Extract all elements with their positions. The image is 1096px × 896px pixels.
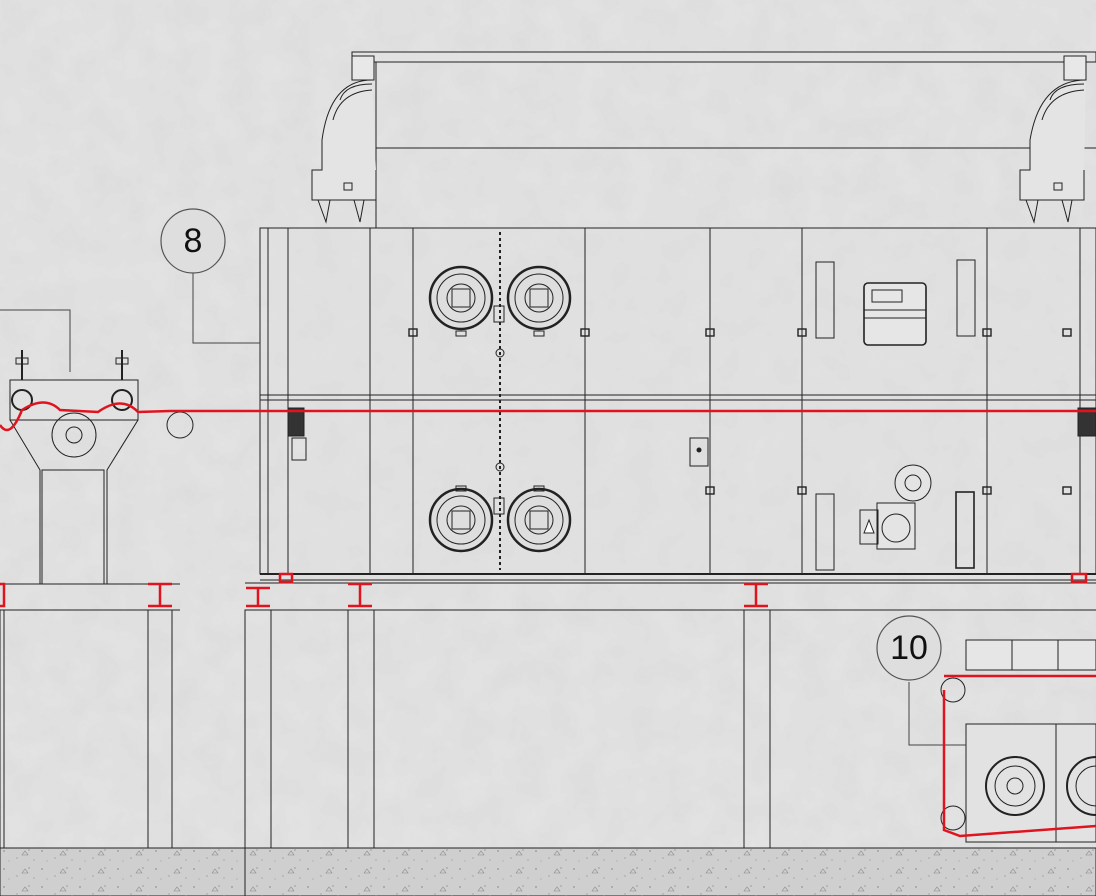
burner-unit-upper xyxy=(863,282,927,346)
drive-motor-right xyxy=(1077,407,1096,437)
callout-8-label: 8 xyxy=(184,222,203,260)
callout-8-leader xyxy=(192,266,260,344)
circulation-fan-upper-left xyxy=(428,265,494,337)
handle-lower-left xyxy=(815,493,835,571)
callout-10-leader xyxy=(908,682,966,746)
handle-upper-left xyxy=(815,261,835,339)
circulation-fan-upper-right xyxy=(506,265,572,337)
circulation-fan-lower-right xyxy=(506,485,572,553)
callout-8: 8 xyxy=(160,208,226,274)
cooling-unit xyxy=(940,639,1096,843)
guide-roller-stand xyxy=(0,350,194,585)
stand-leader xyxy=(0,309,71,372)
support-beams xyxy=(0,572,1088,608)
web-path xyxy=(0,401,1096,838)
handle-lower-right xyxy=(955,491,975,569)
handle-upper-right xyxy=(956,259,976,337)
callout-10-label: 10 xyxy=(890,629,928,667)
concrete-floor xyxy=(0,847,1096,896)
callout-10: 10 xyxy=(876,615,942,681)
drive-motor-left xyxy=(287,407,305,437)
dryer-cabinet xyxy=(259,227,1096,581)
junction-box xyxy=(689,437,709,467)
circulation-fan-lower-left xyxy=(428,485,494,553)
exhaust-duct-right xyxy=(1019,55,1087,224)
warning-triangle-icon xyxy=(863,518,875,534)
exhaust-duct-left xyxy=(311,51,1096,228)
burner-unit-lower xyxy=(859,464,932,550)
